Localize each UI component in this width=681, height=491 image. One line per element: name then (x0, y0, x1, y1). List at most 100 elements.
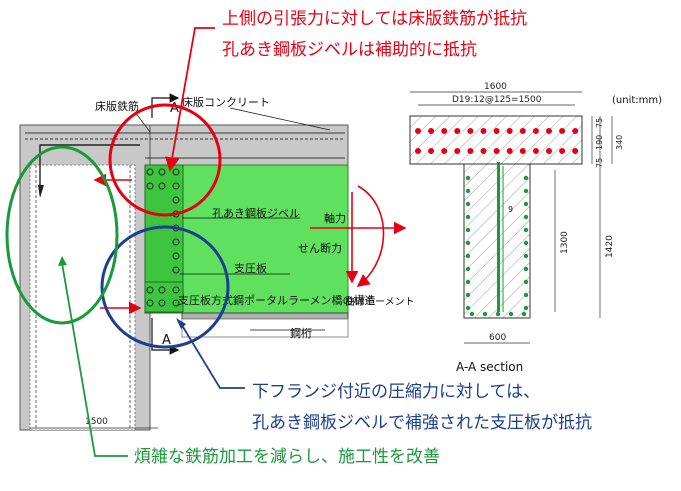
section-title: A-A section (456, 360, 523, 374)
dim-1600: 1600 (484, 82, 507, 92)
perfobond-holes (146, 168, 180, 307)
rebar-dot-bottom (428, 148, 435, 154)
rebar-dot-top (532, 128, 539, 134)
web-rebar-dot-bottom (508, 311, 514, 317)
green-callout-pointer (61, 262, 128, 457)
web-rebar-dot-right (523, 292, 529, 298)
web-rebar-dot-left (465, 305, 471, 311)
label-axial: 軸力 (324, 211, 346, 225)
dim-75-bottom: 75 (595, 158, 604, 168)
section-label-bottom: A (162, 333, 171, 348)
section-slab (409, 115, 583, 165)
section-label-top: A (170, 101, 179, 116)
red-callout-pointer (165, 27, 215, 172)
web-rebar-dot-left (465, 227, 471, 233)
rebar-spec: D19:12@125=1500 (452, 95, 542, 105)
dim-1500: 1500 (85, 417, 108, 427)
web-rebar-dot-left (465, 266, 471, 272)
label-bearing-plate: 支圧板 (234, 261, 267, 275)
rebar-dot-bottom (454, 148, 461, 154)
web-rebar-dot-left (465, 175, 471, 181)
rebar-dot-top (428, 128, 435, 134)
label-slab-concrete: 床版コンクリート (182, 95, 270, 109)
rebar-dot-top (506, 128, 513, 134)
green-callout-arrowhead (58, 256, 67, 266)
dim-75-top: 75 (595, 118, 604, 128)
web-rebar-dot-right (523, 240, 529, 246)
hooked-rebar-arrow (38, 185, 44, 198)
rebar-dot-top (546, 128, 552, 134)
dim-340: 340 (615, 135, 624, 150)
steel-web-plate (497, 162, 500, 312)
web-rebar-dot-right (523, 175, 529, 181)
green-callout-line: 煩雑な鉄筋加工を減らし、施工性を改善 (134, 447, 440, 467)
blue-highlight-ellipse (100, 225, 230, 349)
rebar-dot-bottom (519, 148, 526, 154)
label-perfobond: 孔あき鋼板ジベル (212, 206, 300, 220)
rebar-dot-top (441, 128, 448, 134)
rebar-dot-top (572, 128, 579, 134)
dim-9: 9 (508, 205, 513, 214)
section-marker-top (151, 93, 180, 118)
web-rebar-dot-bottom (469, 311, 475, 317)
web-rebar-dot-right (523, 253, 529, 259)
blue-callout-line-2: 孔あき鋼板ジベルで補強された支圧板が抵抗 (252, 413, 592, 433)
label-slab-rebar: 床版鉄筋 (95, 99, 139, 113)
steel-web-region (181, 164, 349, 314)
hooked-rebar (39, 144, 140, 195)
abutment-void (29, 164, 136, 431)
web-rebar-dot-right (523, 201, 529, 207)
dim-1300: 1300 (560, 231, 570, 254)
dim-190: 190 (595, 135, 604, 150)
web-rebar-dot-bottom (521, 311, 527, 317)
web-rebar-dot-left (465, 188, 471, 194)
rebar-dot-top (480, 128, 487, 134)
slab-bottom-rebars (415, 148, 579, 154)
girder-body (181, 318, 349, 338)
rebar-dot-bottom (493, 148, 500, 154)
elevation-diagram: A A 1500 床版鉄筋 床版コンクリート 孔あき鋼板ジベル 支圧板 支圧板方… (5, 27, 415, 457)
web-rebar-dot-left (465, 214, 471, 220)
rebar-dot-top (559, 128, 566, 134)
rebar-dot-bottom (532, 148, 539, 154)
web-rebar-dot-bottom (482, 311, 488, 317)
slab-top-rebars (415, 128, 579, 134)
red-callout-line-1: 上側の引張力に対しては床版鉄筋が抵抗 (222, 9, 528, 29)
moment-arc (356, 185, 385, 287)
blue-callout-pointer (179, 321, 245, 389)
web-rebar-dot-bottom (495, 311, 501, 317)
web-rebar-dot-left (465, 279, 471, 285)
rebar-dot-top (493, 128, 500, 134)
rebar-dot-bottom (546, 148, 552, 154)
rebar-dot-bottom (506, 148, 513, 154)
blue-callout-line-1: 下フランジ付近の圧縮力に対しては、 (252, 382, 541, 402)
rebar-dot-top (519, 128, 526, 134)
dim-600: 600 (489, 333, 506, 343)
label-moment: 曲げモーメント (345, 296, 415, 308)
leader-slab-rebar (134, 111, 151, 133)
cross-section: (unit:mm) 1600 D19:12@125=1500 9 75 190 … (409, 82, 662, 374)
web-rebar-dot-left (465, 253, 471, 259)
label-shear: せん断力 (298, 241, 342, 255)
red-highlight-ellipse (108, 103, 222, 217)
rebar-dot-top (454, 128, 461, 134)
rebar-dot-top (467, 128, 474, 134)
web-rebar-dot-right (523, 266, 529, 272)
rebar-dot-bottom (480, 148, 487, 154)
web-rebars (465, 175, 529, 317)
web-rebar-dot-right (523, 227, 529, 233)
rebar-dot-bottom (415, 148, 421, 154)
rebar-dot-bottom (467, 148, 474, 154)
section-marker-bottom (151, 318, 180, 355)
rebar-dot-bottom (441, 148, 448, 154)
web-rebar-dot-right (523, 214, 529, 220)
blue-callout-arrowhead (176, 318, 186, 329)
unit-label: (unit:mm) (612, 95, 662, 106)
red-callout-line-2: 孔あき鋼板ジベルは補助的に抵抗 (222, 40, 477, 60)
label-steel-girder: 鋼桁 (290, 326, 312, 340)
web-rebar-dot-right (523, 279, 529, 285)
girder-bottom-flange (181, 312, 349, 320)
web-rebar-dot-left (465, 240, 471, 246)
